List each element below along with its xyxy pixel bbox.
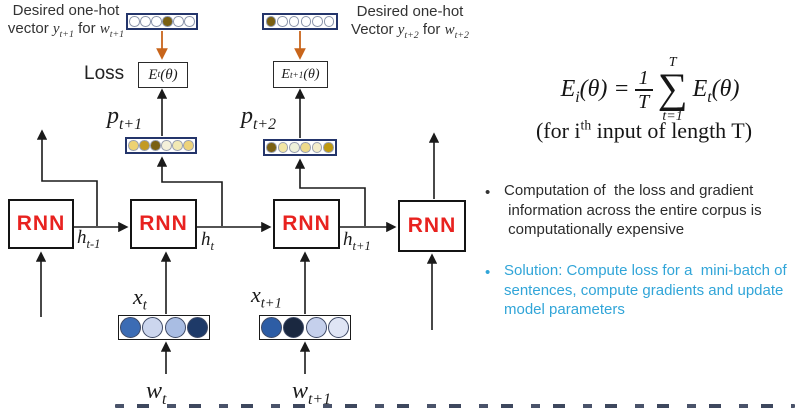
bullet-text-2: Solution: Compute loss for a mini-batch … xyxy=(504,262,787,318)
equation-fraction: 1 T xyxy=(634,67,653,114)
onehot-vector-1 xyxy=(126,13,198,30)
x-label-2: xt+1 xyxy=(251,282,282,312)
rnn-box-4: RNN xyxy=(398,200,466,252)
p-label-1: pt+1 xyxy=(107,103,142,133)
vector-cell xyxy=(266,142,277,153)
vector-cell xyxy=(120,317,141,338)
vector-cell xyxy=(300,16,312,27)
vector-cell xyxy=(323,142,334,153)
onehot-caption-2: Desired one-hot Vector yt+2 for wt+2 xyxy=(344,3,476,41)
vector-cell xyxy=(129,16,140,27)
vector-cell xyxy=(265,16,277,27)
rnn-box-3: RNN xyxy=(273,199,340,249)
vector-cell xyxy=(327,317,349,338)
vector-cell xyxy=(139,140,150,151)
vector-cell xyxy=(289,142,300,153)
vector-cell xyxy=(164,317,186,338)
vector-cell xyxy=(186,317,208,338)
sigma-symbol: ∑ xyxy=(657,66,688,112)
bullet-text-1: Computation of the loss and gradient inf… xyxy=(504,182,762,238)
vector-cell xyxy=(184,16,195,27)
hidden-state-label-1: ht-1 xyxy=(77,227,101,251)
vector-cell xyxy=(283,317,305,338)
vector-cell xyxy=(150,140,161,151)
vector-cell xyxy=(323,16,335,27)
w-label-2: wt+1 xyxy=(292,378,332,408)
equation-lhs: Ei(θ) = xyxy=(560,76,630,107)
cropped-caption-strip xyxy=(115,404,795,408)
vector-cell xyxy=(277,142,289,153)
w-label-1: wt xyxy=(146,378,167,408)
onehot-caption-1-line2: vector yt+1 for wt+1 xyxy=(7,20,125,40)
vector-cell xyxy=(128,140,139,151)
onehot-caption-2-line2: Vector yt+2 for wt+2 xyxy=(351,21,469,41)
x-vector-2 xyxy=(259,315,351,340)
vector-cell xyxy=(162,16,173,27)
bullet-marker-1: • xyxy=(485,184,491,201)
vector-cell xyxy=(261,317,282,338)
vector-cell xyxy=(312,16,323,27)
vector-cell xyxy=(288,16,300,27)
arrow-branch-to-p2 xyxy=(294,158,366,226)
loss-label: Loss xyxy=(84,63,125,84)
vector-cell xyxy=(277,16,288,27)
equation-note: (for ith input of length T) xyxy=(535,117,753,143)
arrow-branch-up-left xyxy=(36,129,98,226)
vector-cell xyxy=(172,140,183,151)
vector-cell xyxy=(173,16,184,27)
equation-rhs: Et(θ) xyxy=(692,76,740,107)
p-vector-1 xyxy=(125,137,197,154)
hidden-state-label-3: ht+1 xyxy=(343,229,371,253)
x-vector-1 xyxy=(118,315,210,340)
onehot-caption-2-line1: Desired one-hot xyxy=(356,3,464,20)
loss-equation: Ei(θ) = 1 T T ∑ t=1 Et(θ) xyxy=(510,56,790,124)
vector-cell xyxy=(300,142,311,153)
p-vector-2 xyxy=(263,139,337,156)
arrow-branch-to-p1 xyxy=(156,156,223,226)
onehot-vector-2 xyxy=(262,13,338,30)
vector-cell xyxy=(183,140,194,151)
fraction-denominator: T xyxy=(638,90,650,113)
vector-cell xyxy=(305,317,327,338)
summation-lower-limit: t=1 xyxy=(662,108,683,124)
x-label-1: xt xyxy=(133,284,147,314)
summation-upper-limit: T xyxy=(668,55,677,70)
onehot-caption-1: Desired one-hot vector yt+1 for wt+1 xyxy=(0,2,142,40)
vector-cell xyxy=(142,317,164,338)
p-label-2: pt+2 xyxy=(241,103,276,133)
vector-cell xyxy=(161,140,172,151)
onehot-caption-1-line1: Desired one-hot xyxy=(12,2,120,19)
fraction-numerator: 1 xyxy=(634,67,653,91)
vector-cell xyxy=(311,142,323,153)
hidden-state-label-2: ht xyxy=(201,229,214,253)
summation: T ∑ t=1 xyxy=(658,56,688,124)
vector-cell xyxy=(151,16,162,27)
bullet-marker-2: • xyxy=(485,264,491,281)
vector-cell xyxy=(140,16,151,27)
rnn-box-2: RNN xyxy=(130,199,197,249)
rnn-box-1: RNN xyxy=(8,199,74,249)
